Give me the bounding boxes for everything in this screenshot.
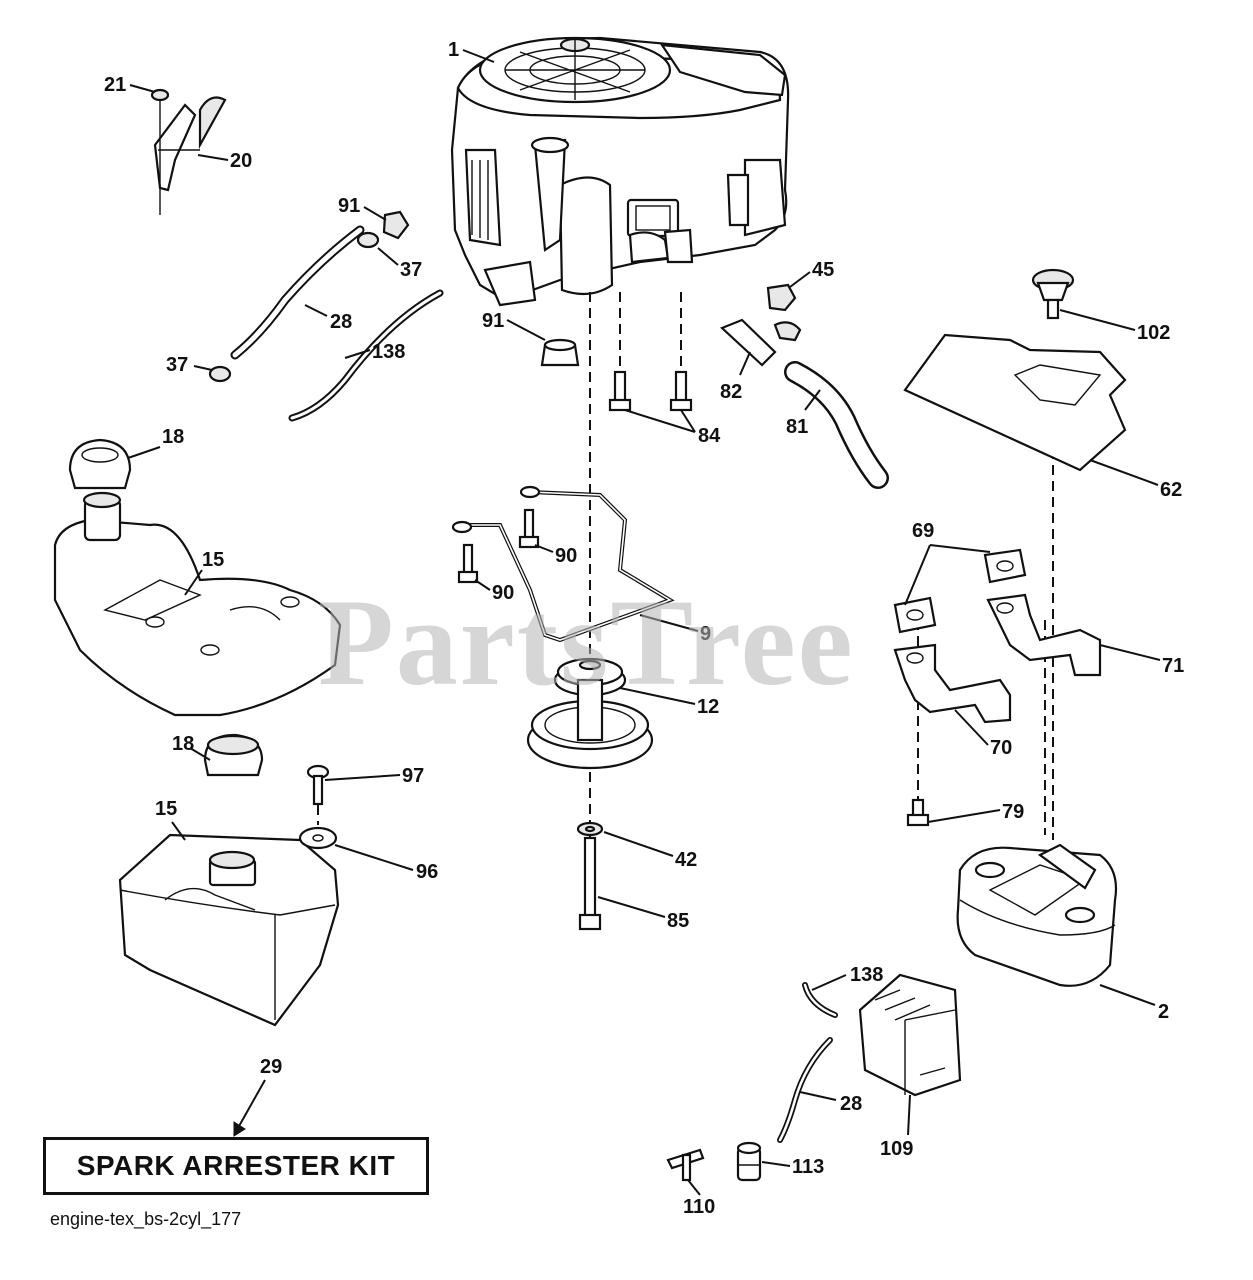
knob-shield-callouts: 102 62 (1059, 309, 1182, 501)
hose-81-part[interactable] (784, 361, 889, 489)
svg-text:29: 29 (260, 1056, 282, 1078)
belt-guide-callouts: 90 90 9 (474, 544, 711, 645)
fuel-line-part[interactable] (208, 210, 444, 422)
svg-text:69: 69 (912, 520, 934, 542)
svg-text:96: 96 (416, 861, 438, 883)
svg-text:70: 70 (990, 737, 1012, 759)
svg-text:90: 90 (555, 545, 577, 567)
knob-102-part[interactable] (1031, 268, 1075, 320)
svg-text:37: 37 (166, 354, 188, 376)
cap-nut-callouts: 91 45 (482, 259, 834, 341)
throttle-callouts: 21 20 (104, 74, 252, 172)
svg-text:110: 110 (683, 1196, 715, 1218)
svg-text:2: 2 (1158, 1001, 1169, 1023)
filter-kit-callouts: 138 28 109 110 113 (683, 964, 913, 1218)
svg-text:45: 45 (812, 259, 834, 281)
svg-text:90: 90 (492, 582, 514, 604)
svg-text:1: 1 (448, 39, 459, 61)
svg-text:109: 109 (880, 1138, 913, 1160)
valve-82-part[interactable] (719, 318, 802, 367)
spark-arrester-kit-label: SPARK ARRESTER KIT (43, 1137, 429, 1195)
svg-text:71: 71 (1162, 655, 1184, 677)
svg-text:84: 84 (698, 425, 721, 447)
fuel-line-28b-part[interactable] (777, 1037, 833, 1143)
svg-text:102: 102 (1137, 322, 1170, 344)
fuel-tank-a-callouts: 18 15 (127, 426, 224, 596)
svg-text:15: 15 (155, 798, 177, 820)
fuel-filter-109-part[interactable] (858, 973, 962, 1097)
washer-42-part[interactable] (576, 821, 604, 837)
kit-arrow: 29 (233, 1056, 282, 1137)
fuel-cap-a-part[interactable] (68, 438, 132, 490)
watermark-text: PartsTree (318, 574, 855, 711)
gaskets-69-part[interactable] (893, 548, 1027, 634)
screw-97-part[interactable] (306, 764, 330, 806)
fuel-cap-b-part[interactable] (203, 733, 264, 777)
fuel-tank-a-part[interactable] (53, 491, 342, 717)
svg-text:18: 18 (162, 426, 184, 448)
svg-text:20: 20 (230, 150, 252, 172)
exhaust-callouts: 69 71 70 79 (904, 520, 1184, 823)
svg-text:138: 138 (850, 964, 883, 986)
line-138b-part[interactable] (802, 982, 838, 1018)
belt-guide-part[interactable] (451, 485, 675, 643)
bolts-84-part[interactable] (608, 370, 693, 412)
exhaust-70-part[interactable] (893, 643, 1012, 724)
svg-text:138: 138 (372, 341, 405, 363)
fitting-113-part[interactable] (736, 1141, 762, 1182)
pulley-part[interactable] (526, 657, 654, 770)
diagram-caption: engine-tex_bs-2cyl_177 (50, 1209, 242, 1229)
svg-text:97: 97 (402, 765, 424, 787)
nut-45-part[interactable] (766, 283, 797, 312)
bolts-84-callouts: 84 (624, 409, 721, 447)
pulley-callouts: 12 (619, 687, 719, 718)
svg-text:91: 91 (482, 310, 504, 332)
engine-part[interactable] (450, 36, 790, 307)
fitting-110-part[interactable] (666, 1148, 705, 1182)
svg-text:28: 28 (840, 1093, 862, 1115)
engine-callout: 1 (448, 39, 495, 63)
valve-hose-callouts: 82 81 (720, 351, 821, 438)
bolt-79-part[interactable] (906, 798, 930, 827)
exhaust-71-part[interactable] (986, 593, 1102, 677)
svg-text:37: 37 (400, 259, 422, 281)
svg-text:9: 9 (700, 623, 711, 645)
washer-96-part[interactable] (298, 826, 338, 850)
heat-shield-part[interactable] (903, 333, 1127, 472)
muffler-callouts: 2 (1099, 984, 1169, 1023)
svg-text:21: 21 (104, 74, 126, 96)
lower-tank-callouts: 18 15 97 96 (155, 733, 438, 883)
svg-text:62: 62 (1160, 479, 1182, 501)
fuel-line-callouts: 91 37 28 138 37 (166, 195, 422, 376)
muffler-part[interactable] (956, 843, 1118, 987)
svg-text:12: 12 (697, 696, 719, 718)
svg-text:79: 79 (1002, 801, 1024, 823)
bolt-85-part[interactable] (578, 836, 602, 931)
cap-91-part[interactable] (540, 338, 580, 367)
washer-bolt-callouts: 42 85 (597, 831, 697, 932)
svg-text:15: 15 (202, 549, 224, 571)
throttle-part[interactable] (150, 88, 227, 215)
svg-text:28: 28 (330, 311, 352, 333)
fuel-tank-b-part[interactable] (118, 833, 340, 1027)
svg-text:113: 113 (792, 1156, 824, 1178)
svg-text:81: 81 (786, 416, 808, 438)
svg-text:18: 18 (172, 733, 194, 755)
svg-text:42: 42 (675, 849, 697, 871)
svg-text:85: 85 (667, 910, 689, 932)
svg-text:91: 91 (338, 195, 360, 217)
svg-text:82: 82 (720, 381, 742, 403)
